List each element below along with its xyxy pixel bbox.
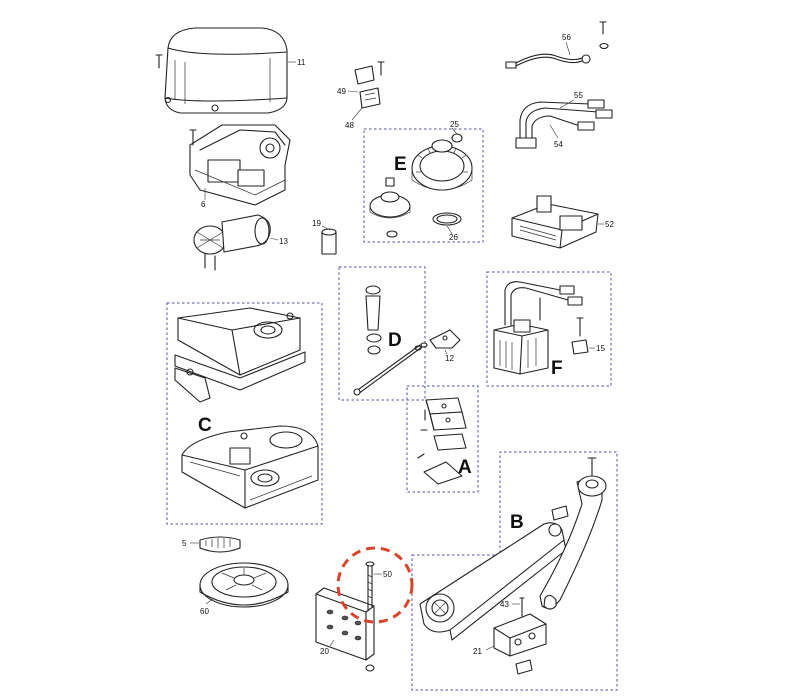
disc-part xyxy=(199,562,289,608)
part-number-25: 25 xyxy=(450,120,459,129)
part-number-20: 20 xyxy=(320,647,329,656)
part-number-54: 54 xyxy=(554,140,563,149)
part-number-50: 50 xyxy=(383,570,392,579)
group-label-e: E xyxy=(394,154,407,175)
group-label-a: A xyxy=(458,457,472,478)
part-number-56: 56 xyxy=(562,33,571,42)
part-number-60: 60 xyxy=(200,607,209,616)
part-number-49: 49 xyxy=(337,87,346,96)
part-number-26: 26 xyxy=(449,233,458,242)
motor-part xyxy=(193,214,279,271)
part-number-55: 55 xyxy=(574,91,583,100)
wire-part-56 xyxy=(505,21,609,69)
group-box-c xyxy=(166,302,323,525)
group-box-f xyxy=(486,271,612,387)
group-label-b: B xyxy=(510,512,524,533)
part-number-19: 19 xyxy=(312,219,321,228)
part-number-5: 5 xyxy=(182,539,187,548)
part-number-52: 52 xyxy=(605,220,614,229)
transformer-assembly xyxy=(493,281,595,375)
part-number-43: 43 xyxy=(500,600,509,609)
control-board-part xyxy=(511,195,604,249)
part-number-13: 13 xyxy=(279,237,288,246)
bolt-part xyxy=(365,561,382,611)
connector-part xyxy=(347,61,385,121)
group-box-e xyxy=(363,128,484,243)
gear-segment-part xyxy=(190,536,241,553)
part-number-11: 11 xyxy=(297,58,306,67)
gear-assembly xyxy=(369,127,473,238)
bracket-assembly xyxy=(417,397,467,485)
highlight-circle xyxy=(336,546,414,624)
spacer-part xyxy=(321,225,337,255)
housing-assembly xyxy=(174,307,319,509)
part-number-48: 48 xyxy=(345,121,354,130)
shaft-assembly xyxy=(353,285,461,396)
part-number-6: 6 xyxy=(201,200,206,209)
control-base-part xyxy=(189,124,291,206)
group-box-b xyxy=(411,451,618,691)
group-label-c: C xyxy=(198,415,212,436)
part-number-12: 12 xyxy=(445,354,454,363)
cover-part xyxy=(155,27,296,114)
part-number-21: 21 xyxy=(473,647,482,656)
group-box-d xyxy=(338,266,426,401)
part-number-15: 15 xyxy=(596,344,605,353)
group-label-d: D xyxy=(388,330,402,351)
group-label-f: F xyxy=(551,358,563,379)
mounting-plate-part xyxy=(315,587,375,672)
arm-assembly xyxy=(419,457,607,675)
wire-harness-part xyxy=(515,99,613,149)
group-box-a xyxy=(406,385,479,493)
